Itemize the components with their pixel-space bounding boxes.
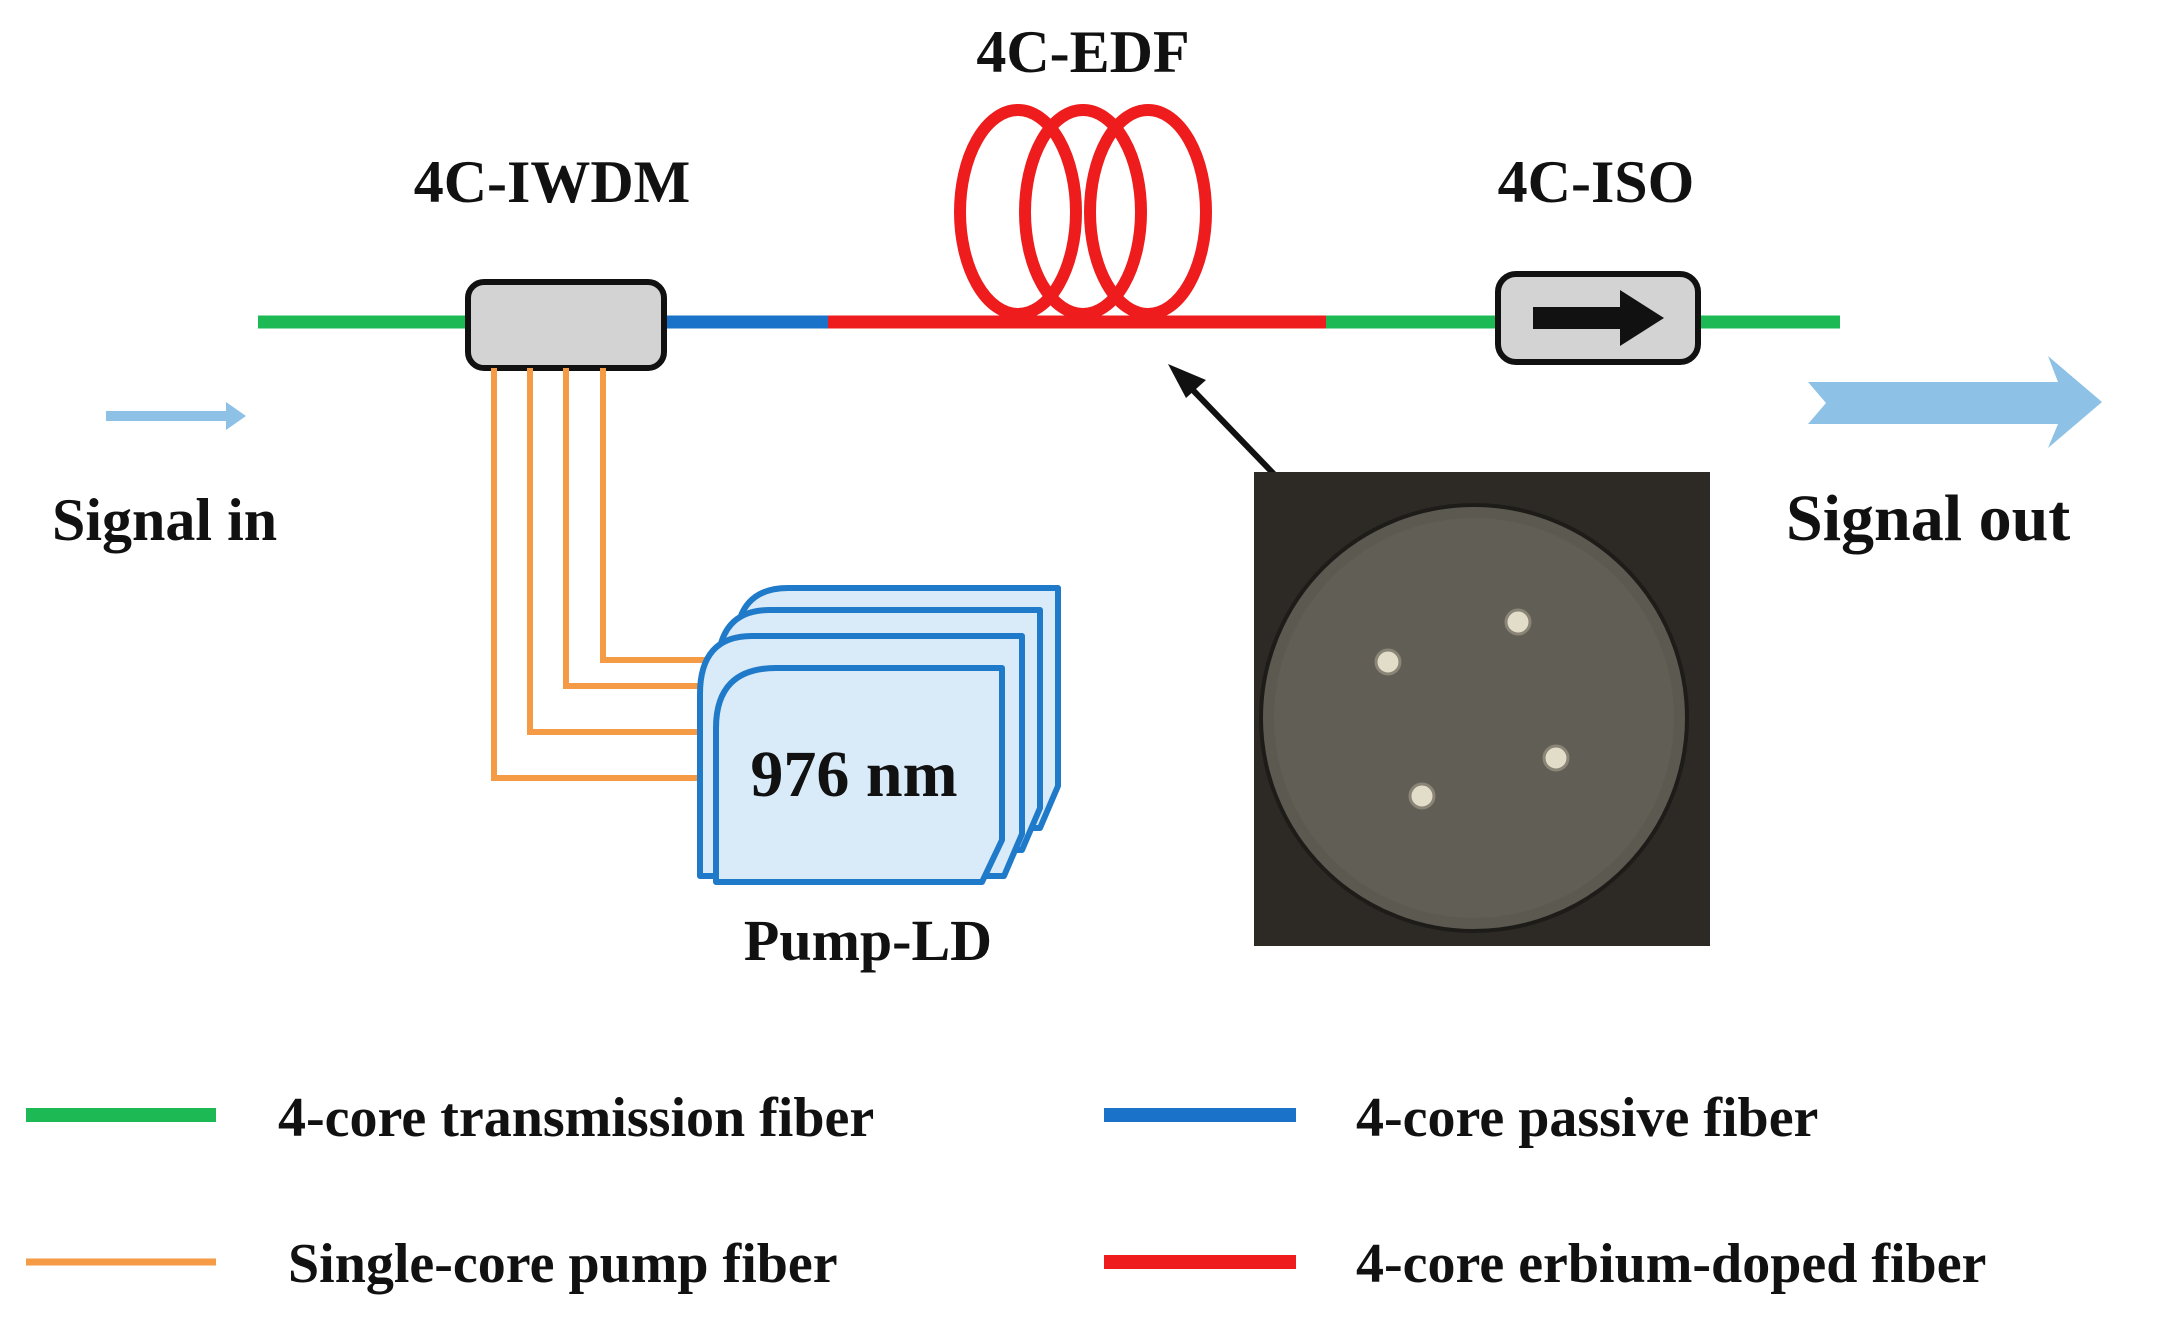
pump-ld-label: Pump-LD: [744, 908, 992, 973]
legend: 4-core transmission fiber 4-core passive…: [26, 1087, 1986, 1295]
pump-ld-stack: [697, 585, 1061, 885]
edf-coil: [954, 104, 1212, 320]
pump-wavelength-label: 976 nm: [750, 738, 957, 811]
legend-label-passive: 4-core passive fiber: [1356, 1087, 1818, 1149]
signal-out-label: Signal out: [1786, 482, 2070, 555]
signal-in-label: Signal in: [52, 487, 277, 553]
iwdm-label: 4C-IWDM: [414, 149, 691, 215]
legend-label-pump: Single-core pump fiber: [288, 1233, 838, 1295]
pump-fibers: [491, 368, 738, 781]
iso-label: 4C-ISO: [1498, 149, 1695, 215]
iwdm-box: [465, 279, 667, 371]
fiber-core: [1408, 782, 1436, 810]
fiber-core: [1504, 608, 1532, 636]
pointer-arrowhead-icon: [1168, 364, 1206, 398]
fiber-cross-section-photo: [1254, 472, 1710, 946]
legend-label-transmission: 4-core transmission fiber: [278, 1087, 874, 1149]
signal-out-arrow-icon: [1808, 356, 2102, 448]
legend-label-erbium: 4-core erbium-doped fiber: [1356, 1233, 1986, 1295]
right-arrow-icon: [1533, 290, 1664, 346]
edf-label: 4C-EDF: [976, 19, 1189, 85]
fiber-core: [1542, 744, 1570, 772]
fiber-core: [1374, 648, 1402, 676]
signal-in-arrow-icon: [106, 402, 246, 430]
